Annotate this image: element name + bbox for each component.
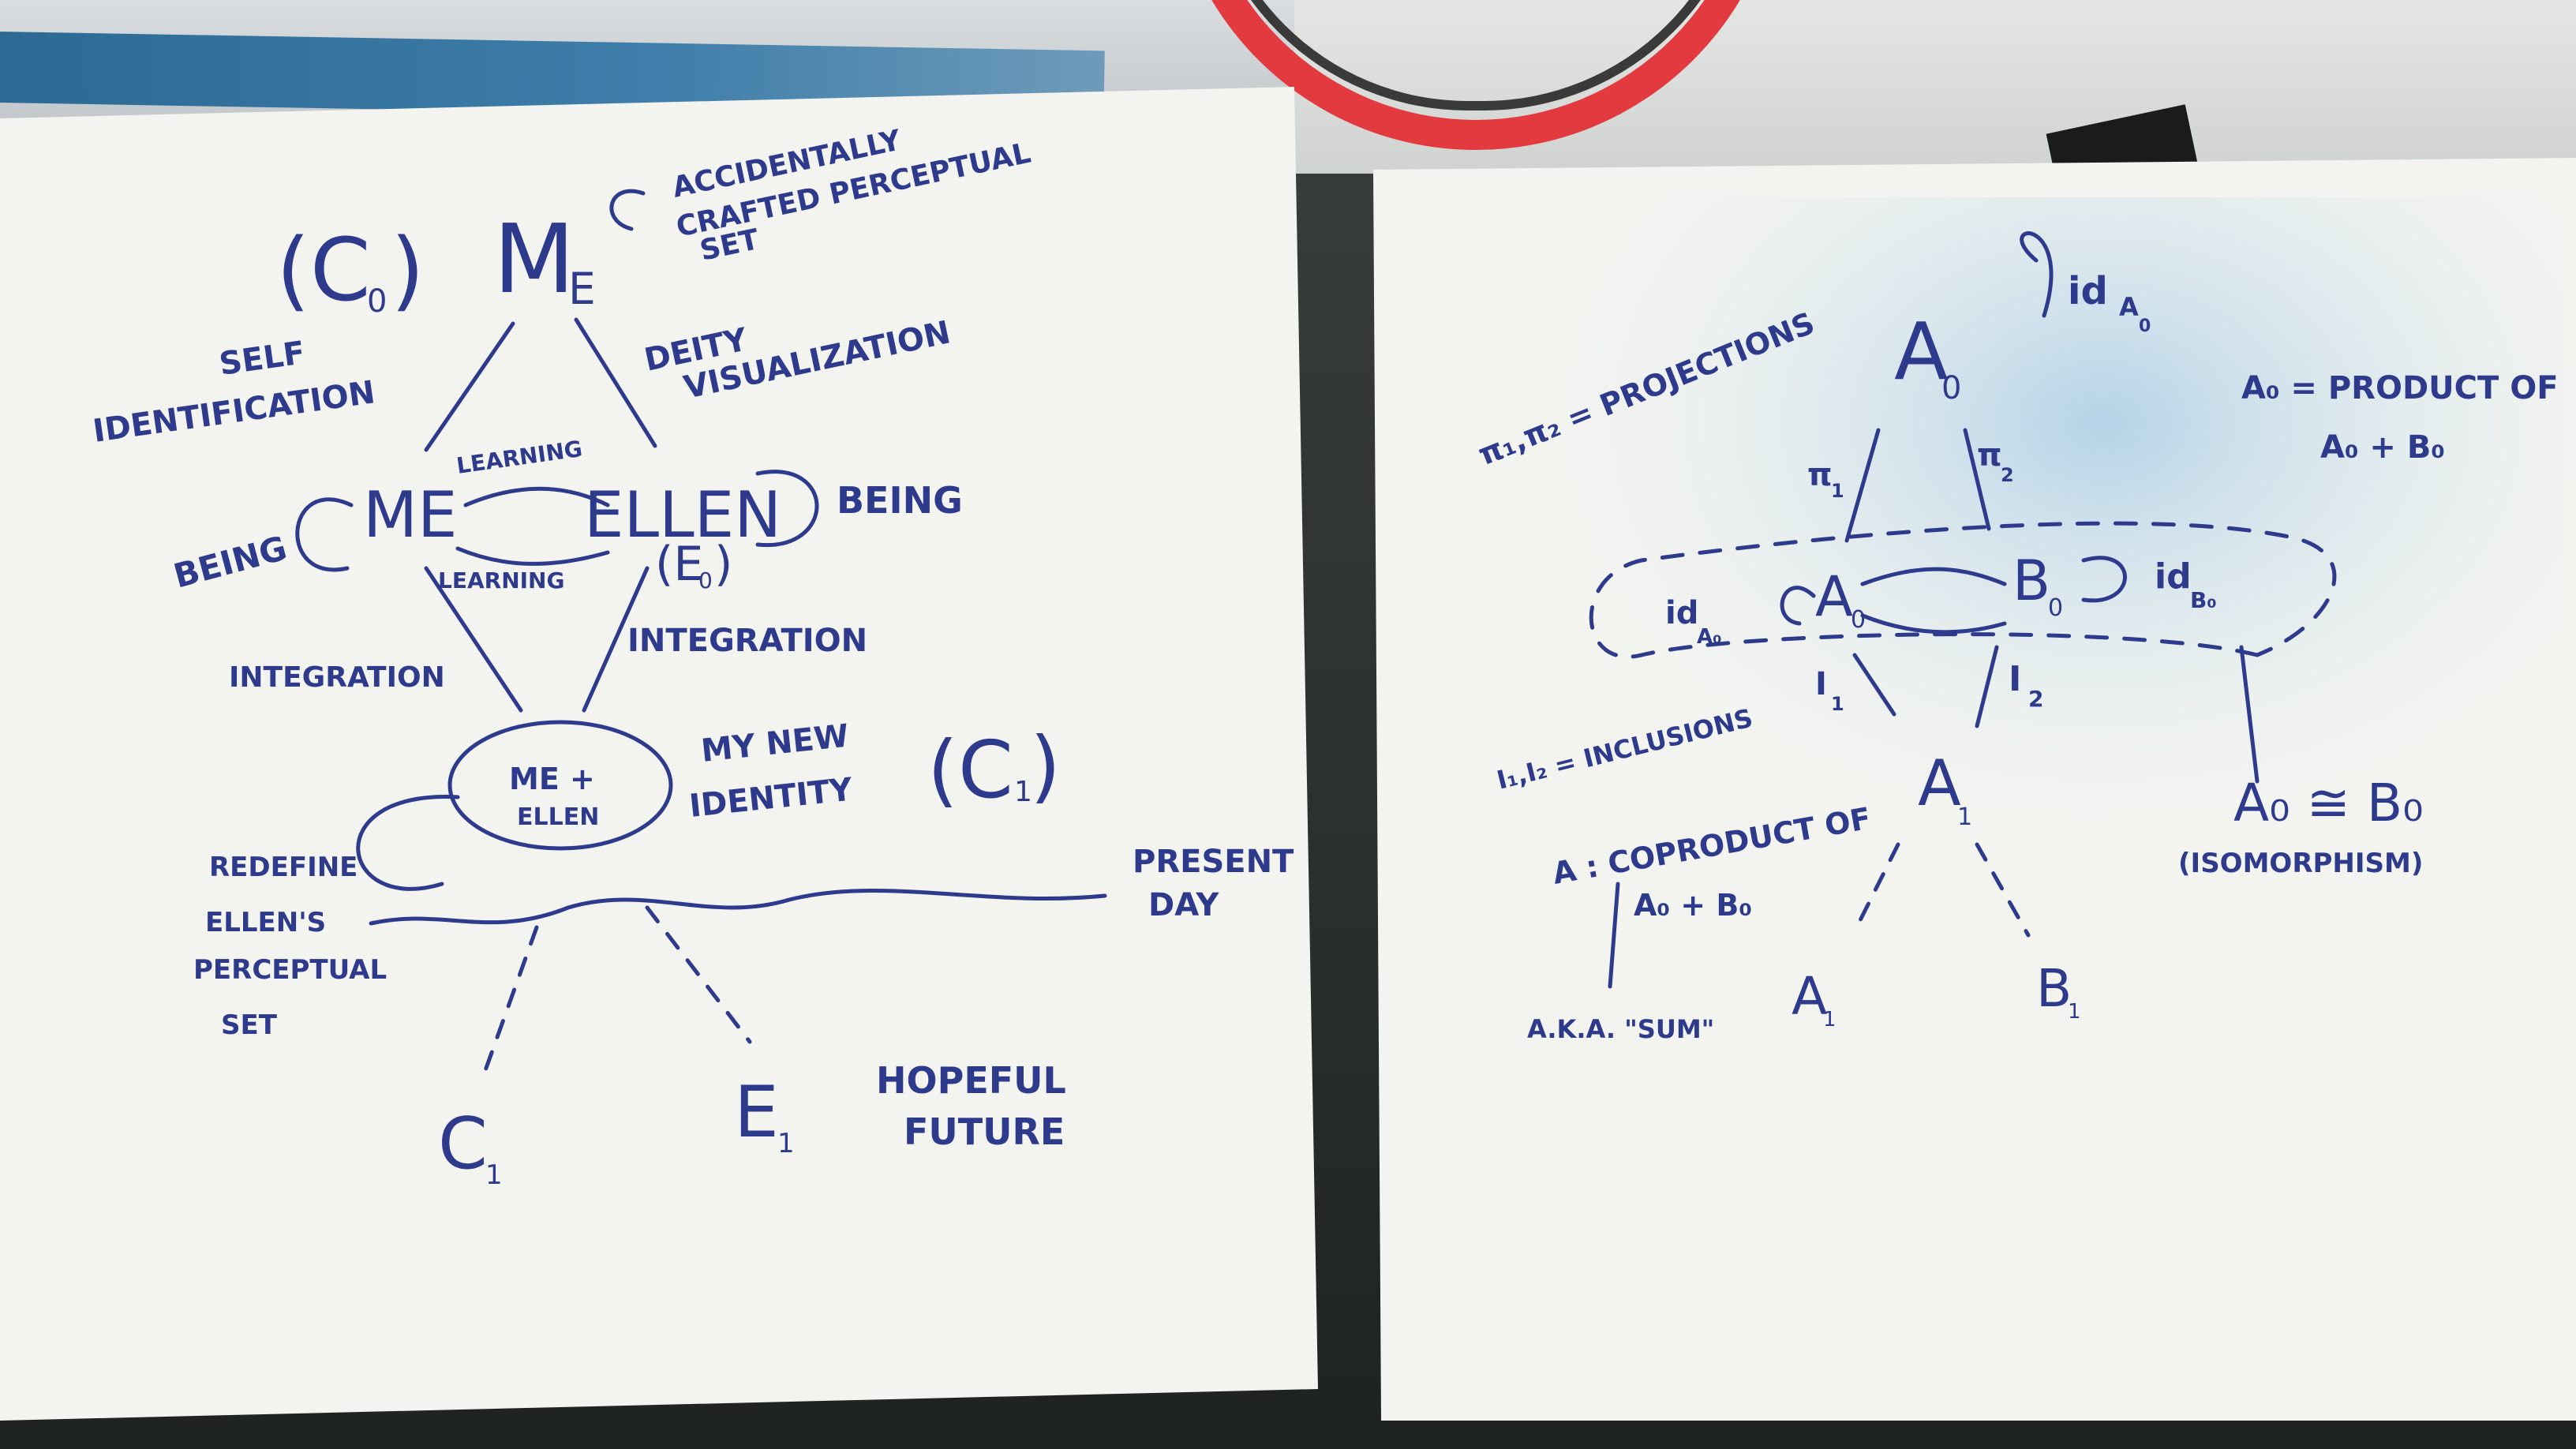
right-index-card: A 0 id A 0 π₁,π₂ = PROJECTIONS A₀ = PROD… [1342, 0, 2576, 1449]
iso-label: A₀ ≅ B₀ [2233, 773, 2424, 833]
learning-bottom-arrow [455, 546, 610, 566]
a1-dashed-arrow [1852, 842, 1900, 934]
blue-stain [1539, 197, 2565, 947]
a-center-label: A [1918, 747, 1961, 820]
a0-top-sub: 0 [1941, 370, 1961, 406]
c1-label: (C [927, 724, 1013, 816]
id-a0-label: id [1665, 595, 1698, 631]
merge-ellipse [447, 720, 673, 851]
pi2-sub: 2 [2001, 464, 2014, 486]
present-day-line [369, 889, 1107, 926]
left-card-drawing: (C 0 ) M E ACCIDENTALLY CRAFTED PERCEPTU… [0, 87, 1318, 1421]
c-future-label: C [438, 1103, 488, 1185]
b1-label: B [2036, 958, 2072, 1019]
left-index-card: (C 0 ) M E ACCIDENTALLY CRAFTED PERCEPTU… [0, 87, 1318, 1421]
present-line1: PRESENT [1133, 844, 1294, 880]
pi1-arrow [1844, 428, 1881, 543]
b0-mid-label: B [2012, 549, 2050, 613]
pi1-sub: 1 [1831, 480, 1844, 502]
integration-left-label: INTEGRATION [229, 661, 445, 694]
product-line2: A₀ + B₀ [2320, 429, 2445, 466]
me-being-loop [295, 497, 354, 572]
b0-a0-arrow [1860, 613, 2007, 635]
id-b0-loop [2081, 556, 2127, 603]
e-future-sub: 1 [777, 1128, 795, 1159]
id-b0-sub: B₀ [2190, 587, 2217, 613]
present-line2: DAY [1148, 887, 1219, 923]
id-b0-label: id [2155, 556, 2192, 597]
b1-sub: 1 [2068, 1000, 2081, 1024]
learning-top-arrow [463, 486, 610, 507]
id-top-sub: A [2119, 292, 2139, 322]
a0-b0-arrow [1860, 567, 2007, 586]
i2-label: I [2009, 659, 2021, 699]
redefine-line2: ELLEN'S [205, 907, 326, 938]
integration-left-arrow [424, 566, 523, 713]
e-future-label: E [734, 1071, 779, 1154]
left-paper [0, 87, 1318, 1421]
me-self-arrow [609, 189, 646, 231]
c1-sub: 1 [1014, 776, 1032, 808]
coproduct-line2: A₀ + B₀ [1634, 888, 1752, 923]
hopeful-line1: HOPEFUL [876, 1059, 1066, 1102]
me-top-label: M [493, 205, 575, 315]
iso-note: (ISOMORPHISM) [2178, 848, 2423, 879]
right-card-drawing: A 0 id A 0 π₁,π₂ = PROJECTIONS A₀ = PROD… [1373, 158, 2576, 1421]
id-a0-loop [1780, 586, 1816, 626]
iso-arrow [2239, 645, 2260, 784]
learning-bottom-label: LEARNING [438, 567, 564, 593]
id-top-label: id [2068, 269, 2108, 313]
i1-sub: 1 [1831, 693, 1844, 715]
ellen-being-loop [755, 470, 819, 548]
b0-mid-sub: 0 [2048, 594, 2063, 622]
pi2-label: π [1977, 437, 2002, 474]
e0-sub: 0 [698, 567, 713, 593]
merge-line1: ME + [509, 762, 595, 796]
i1-arrow [1852, 653, 1896, 717]
a-center-sub: 1 [1957, 803, 1972, 831]
e0-label: (E [655, 537, 703, 592]
i2-sub: 2 [2028, 686, 2043, 712]
c1-close: ) [1030, 720, 1061, 812]
redefine-line1: REDEFINE [209, 852, 358, 883]
pi2-arrow [1963, 428, 1991, 531]
id-top-subsub: 0 [2139, 316, 2151, 336]
a0-mid-sub: 0 [1851, 606, 1866, 634]
integration-right-arrow [582, 566, 650, 713]
c0-label: (C [276, 219, 371, 320]
c0-sub: 0 [367, 283, 387, 320]
a0-top-label: A [1894, 305, 1948, 398]
redefine-loop [356, 795, 460, 891]
product-dashed-region [1589, 521, 2337, 659]
b1-dashed-arrow [1975, 842, 2031, 938]
future-e-arrow [645, 905, 752, 1044]
being-right-label: BEING [837, 479, 963, 522]
self-identification-arrow [424, 321, 515, 452]
ellen-node-label: ELLEN [584, 478, 781, 552]
i2-arrow [1975, 645, 1999, 728]
id-a0-sub: A₀ [1697, 625, 1722, 649]
merge-line2: ELLEN [517, 803, 599, 831]
c0-close: ) [391, 219, 425, 320]
pi1-label: π [1807, 457, 1833, 493]
c-future-sub: 1 [485, 1159, 503, 1191]
future-c-arrow [479, 925, 539, 1084]
e0-close: ) [714, 537, 732, 592]
hopeful-line2: FUTURE [904, 1110, 1065, 1153]
integration-right-label: INTEGRATION [627, 623, 867, 659]
redefine-line4: SET [221, 1009, 278, 1041]
i1-label: I [1815, 666, 1827, 702]
a1-label: A [1792, 966, 1827, 1027]
a0-mid-label: A [1815, 564, 1853, 629]
aka-arrow [1608, 882, 1620, 989]
me-top-sub: E [568, 264, 596, 314]
me-node-label: ME [363, 478, 458, 552]
deity-arrow [574, 317, 657, 448]
a1-sub: 1 [1823, 1008, 1837, 1032]
id-top-loop [2020, 231, 2054, 318]
product-line1: A₀ = PRODUCT OF [2241, 370, 2559, 406]
aka-label: A.K.A. "SUM" [1527, 1014, 1714, 1044]
redefine-line3: PERCEPTUAL [193, 954, 387, 986]
